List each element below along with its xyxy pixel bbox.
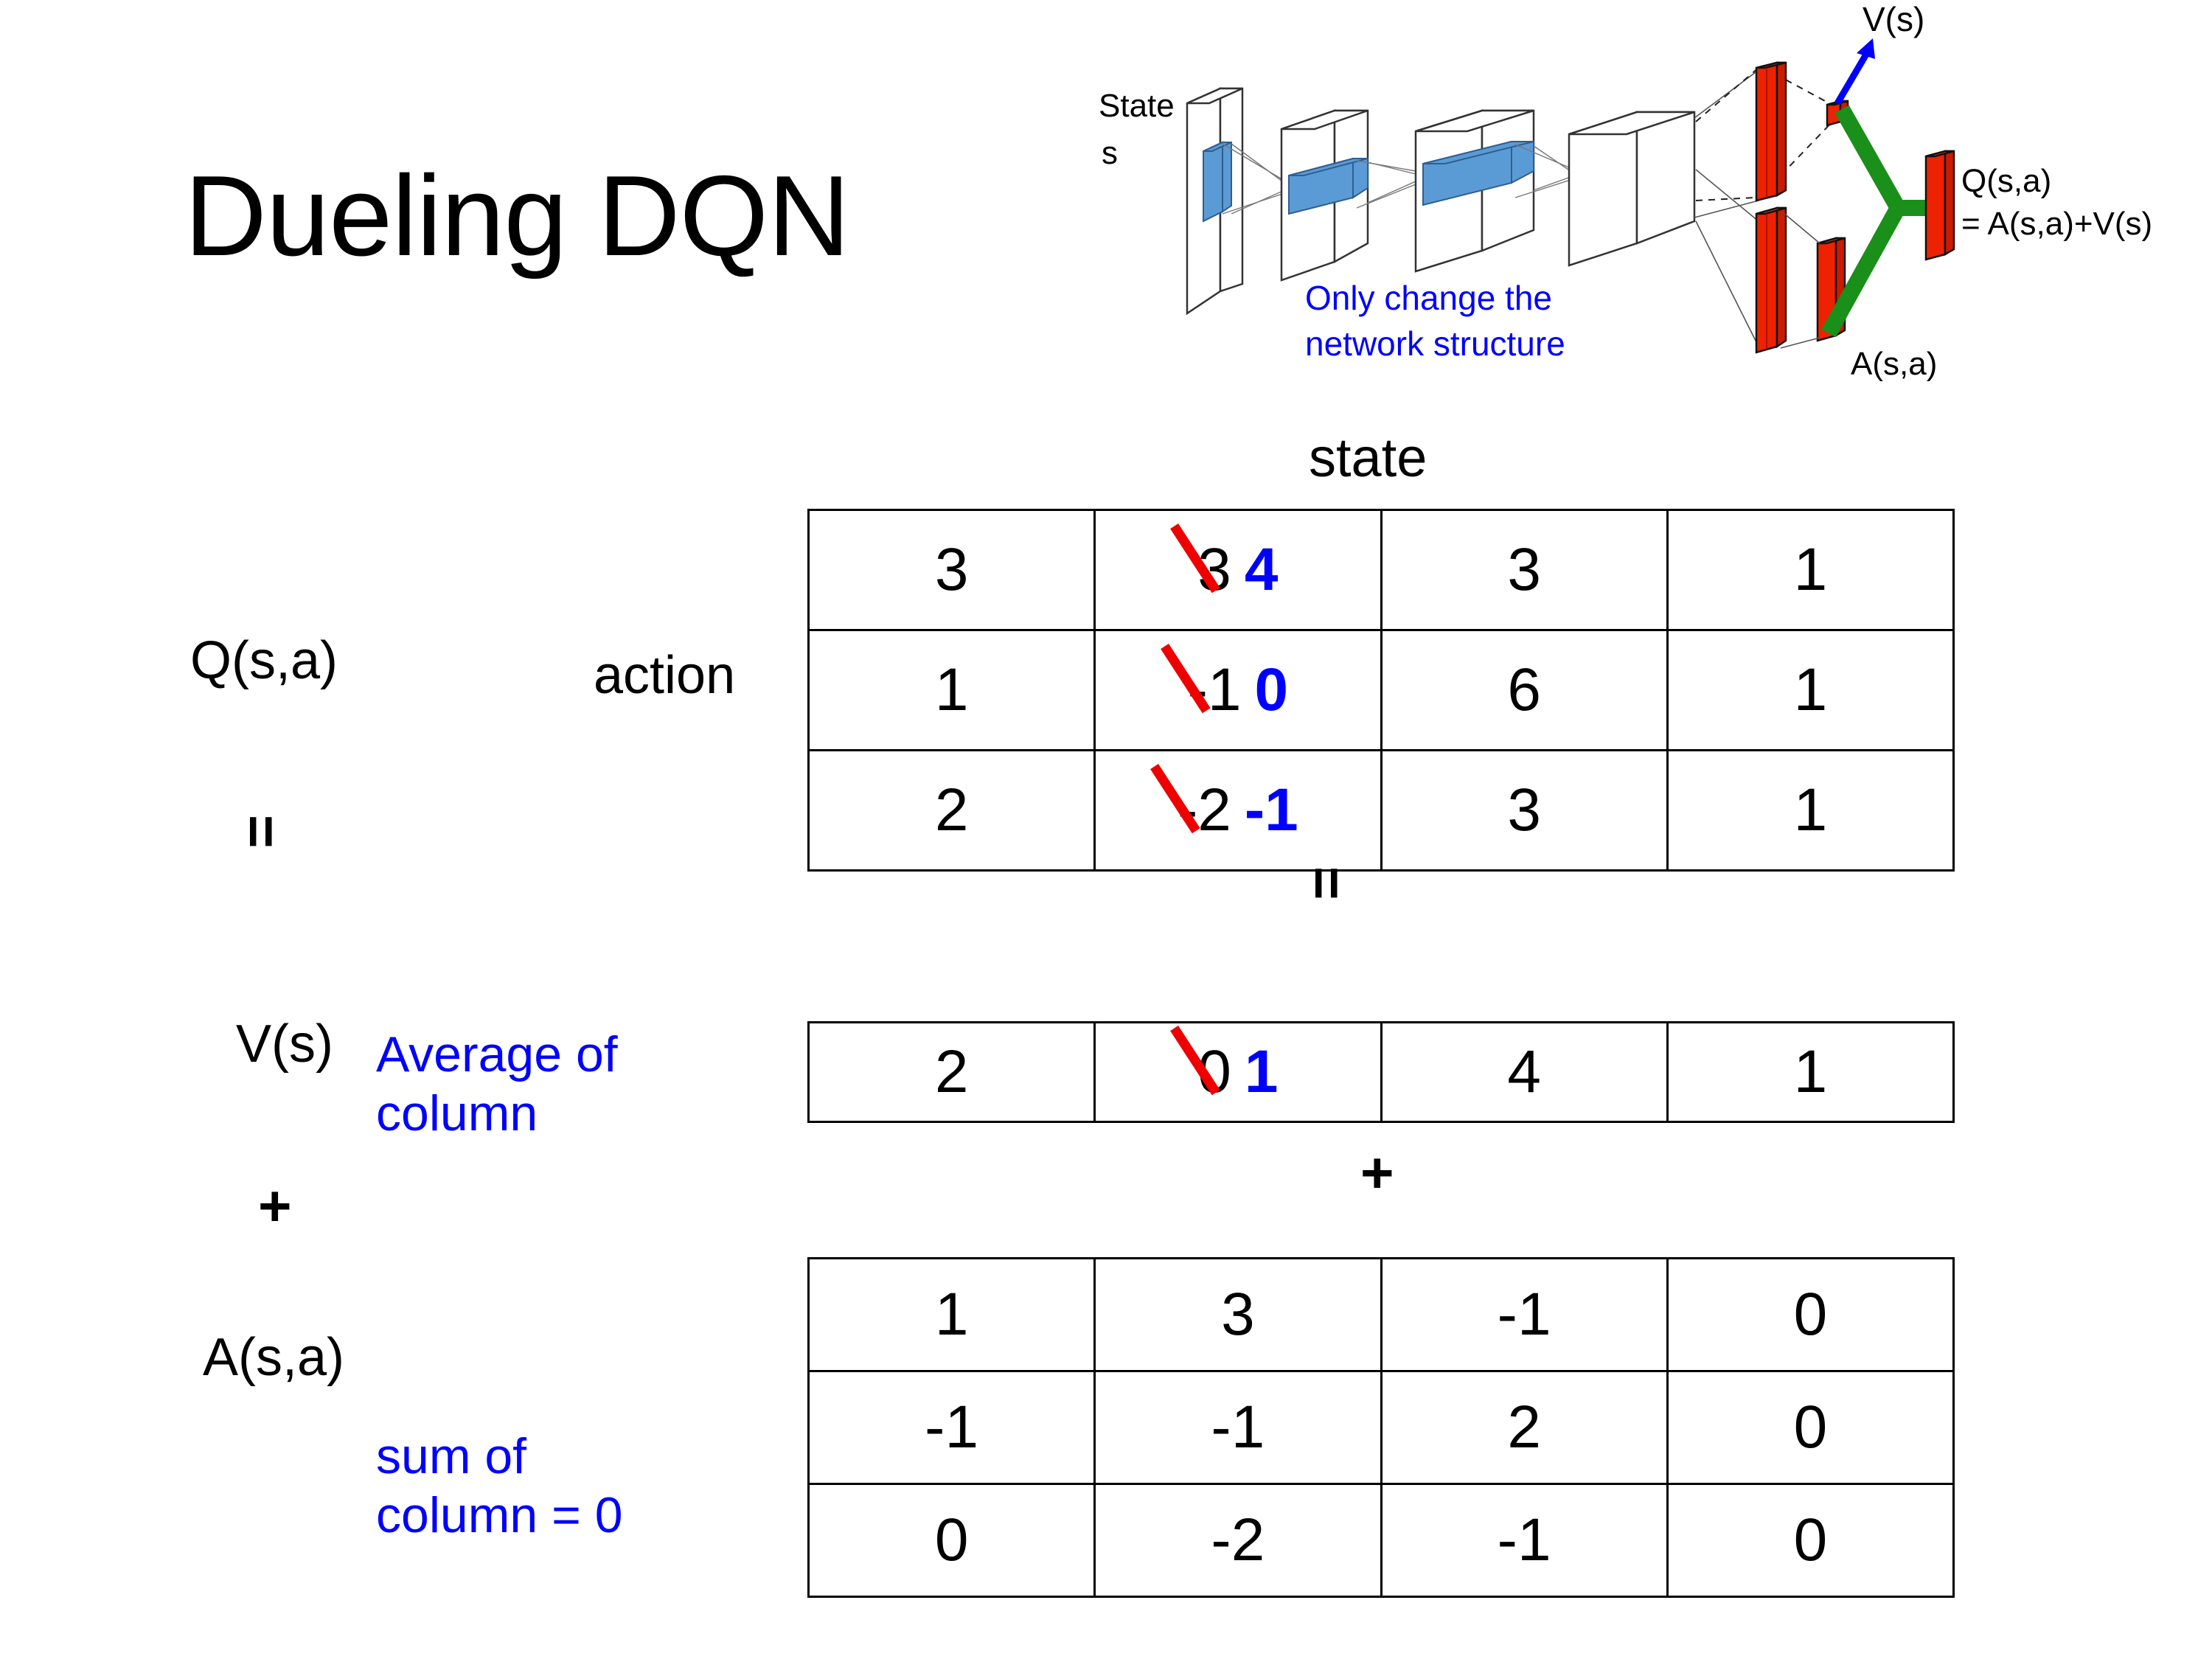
a-cell-r1c2[interactable]: 2 (1380, 1370, 1669, 1485)
axis-label-action: action (594, 646, 736, 705)
q-cell-r2c3[interactable]: 1 (1666, 749, 1955, 872)
cell-value: 0 (934, 1506, 969, 1573)
cell-old-value: -2 (1177, 776, 1231, 844)
cell-value: 0 (1793, 1506, 1828, 1573)
a-cell-r2c3[interactable]: 0 (1666, 1483, 1955, 1598)
diagram-note-line2: network structure (1305, 324, 1565, 363)
equals-sign-middle: = (1295, 866, 1360, 900)
cell-value: -1 (1497, 1281, 1551, 1348)
cell-value: 4 (1507, 1038, 1541, 1105)
q-cell-r1c0[interactable]: 1 (807, 629, 1096, 751)
q-cell-r2c0[interactable]: 2 (807, 749, 1096, 872)
cell-new-value: -1 (1244, 776, 1298, 844)
note-sum-line1: sum of (376, 1428, 527, 1484)
cell-new-value: 1 (1244, 1038, 1279, 1105)
cell-value: 3 (934, 536, 969, 603)
page-title: Dueling DQN (184, 152, 850, 279)
axis-label-state: state (1309, 427, 1427, 488)
note-average-line1: Average of (376, 1026, 618, 1082)
diagram-note-line1: Only change the (1305, 279, 1552, 317)
cell-old-value: -1 (1187, 656, 1242, 723)
note-average-of-column: Average of column (376, 1025, 618, 1143)
a-cell-r2c0[interactable]: 0 (807, 1483, 1096, 1598)
a-cell-r0c3[interactable]: 0 (1666, 1257, 1955, 1372)
cell-value: 1 (934, 1281, 969, 1348)
cell-value: 1 (1793, 776, 1828, 844)
note-sum-line2: column = 0 (376, 1487, 623, 1544)
cell-old-value: 3 (1197, 536, 1231, 603)
q-cell-r2c1[interactable]: -2-1 (1093, 749, 1382, 872)
diagram-q-label-line1: Q(s,a) (1961, 163, 2051, 199)
cell-value: 0 (1793, 1394, 1828, 1461)
cell-value: -1 (1211, 1394, 1265, 1461)
a-cell-r0c1[interactable]: 3 (1093, 1257, 1382, 1372)
q-cell-r0c3[interactable]: 1 (1666, 509, 1955, 631)
a-cell-r0c0[interactable]: 1 (807, 1257, 1096, 1372)
v-cell-c2[interactable]: 4 (1380, 1021, 1669, 1123)
cell-value: 2 (934, 1038, 969, 1105)
label-q-function: Q(s,a) (190, 631, 338, 690)
v-cell-c3[interactable]: 1 (1666, 1021, 1955, 1123)
diagram-advantage-label: A(s,a) (1851, 346, 1937, 382)
dueling-network-diagram: V(s) State (1091, 0, 2212, 413)
a-cell-r0c2[interactable]: -1 (1380, 1257, 1669, 1372)
cell-value: 3 (1507, 536, 1541, 603)
table-row: 2 -2-1 3 1 (807, 749, 1955, 872)
a-cell-r1c0[interactable]: -1 (807, 1370, 1096, 1485)
a-cell-r2c1[interactable]: -2 (1093, 1483, 1382, 1598)
diagram-state-label-line1: State (1099, 88, 1175, 124)
a-table: 1 3 -1 0 -1 -1 2 0 0 -2 -1 0 (807, 1257, 1955, 1598)
cell-old-value: 0 (1197, 1038, 1231, 1105)
plus-sign-left: + (258, 1173, 292, 1238)
cell-value: 0 (1793, 1281, 1828, 1348)
q-cell-r0c2[interactable]: 3 (1380, 509, 1669, 631)
q-cell-r1c2[interactable]: 6 (1380, 629, 1669, 751)
cell-value: 3 (1221, 1281, 1255, 1348)
diagram-q-label-line2: = A(s,a)+V(s) (1961, 206, 2152, 242)
equals-sign-left: = (229, 815, 294, 849)
cell-value: -1 (925, 1394, 979, 1461)
cell-value: 2 (934, 776, 969, 844)
table-row: -1 -1 2 0 (807, 1370, 1955, 1485)
label-v-function: V(s) (236, 1015, 333, 1074)
v-cell-c0[interactable]: 2 (807, 1021, 1096, 1123)
q-cell-r2c2[interactable]: 3 (1380, 749, 1669, 872)
note-sum-of-column: sum of column = 0 (376, 1427, 623, 1545)
label-a-function: A(s,a) (203, 1328, 345, 1387)
cell-value: 1 (1793, 1038, 1828, 1105)
table-row: 1 3 -1 0 (807, 1257, 1955, 1372)
cell-new-value: 0 (1254, 656, 1289, 723)
cell-value: 3 (1507, 776, 1541, 844)
cell-new-value: 4 (1244, 536, 1279, 603)
diagram-state-label-line2: s (1102, 135, 1118, 171)
cell-value: 6 (1507, 656, 1541, 723)
cell-value: 1 (934, 656, 969, 723)
q-cell-r1c3[interactable]: 1 (1666, 629, 1955, 751)
a-cell-r1c3[interactable]: 0 (1666, 1370, 1955, 1485)
a-cell-r2c2[interactable]: -1 (1380, 1483, 1669, 1598)
plus-sign-middle: + (1360, 1140, 1394, 1205)
cell-value: 1 (1793, 536, 1828, 603)
cell-value: -2 (1211, 1506, 1265, 1573)
table-row: 0 -2 -1 0 (807, 1483, 1955, 1598)
a-cell-r1c1[interactable]: -1 (1093, 1370, 1382, 1485)
diagram-value-label: V(s) (1863, 0, 1924, 38)
cell-value: -1 (1497, 1506, 1551, 1573)
q-cell-r0c0[interactable]: 3 (807, 509, 1096, 631)
cell-value: 1 (1793, 656, 1828, 723)
note-average-line2: column (376, 1085, 538, 1142)
cell-value: 2 (1507, 1394, 1541, 1461)
